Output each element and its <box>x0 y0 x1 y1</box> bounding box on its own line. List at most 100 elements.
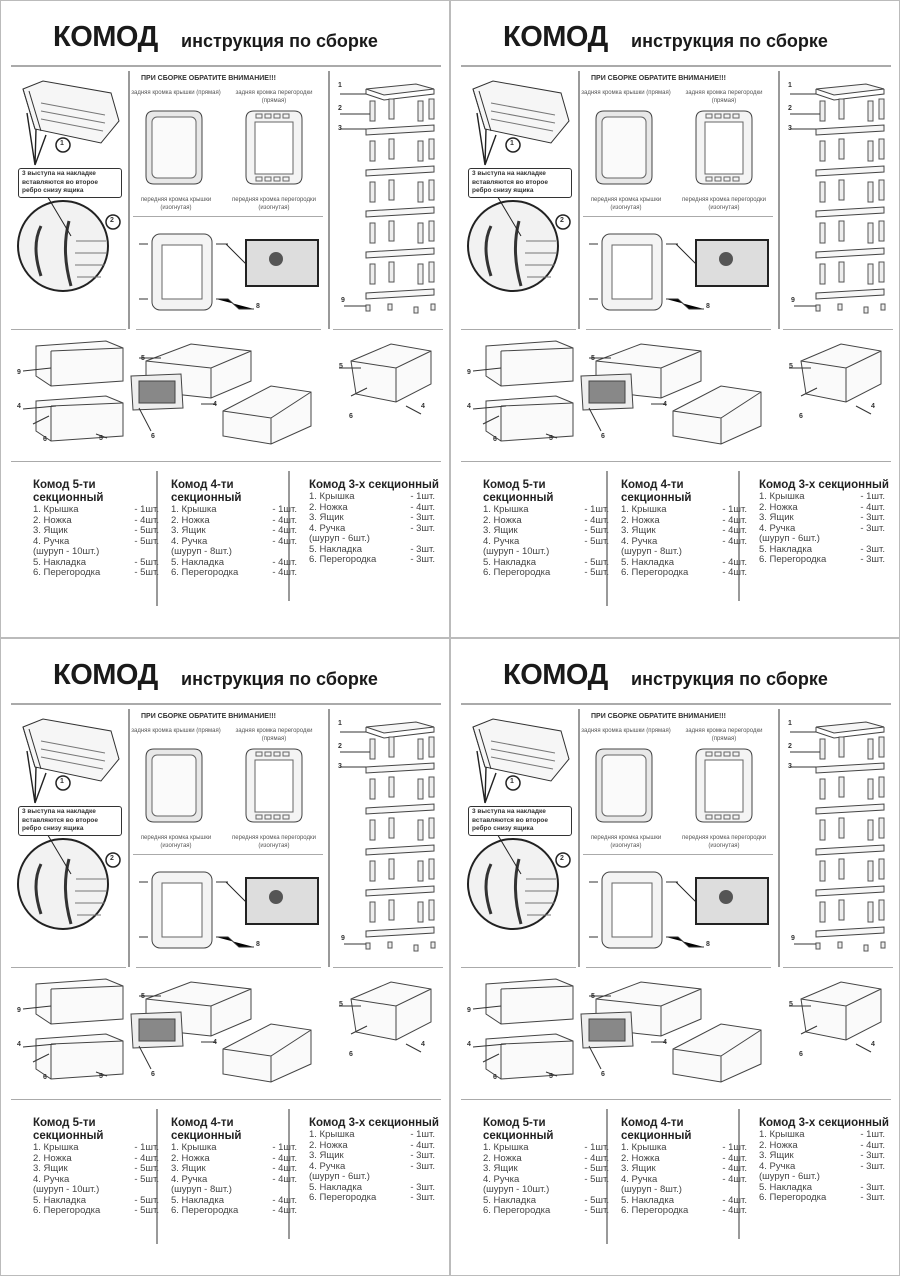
callout-note: 3 выступа на накладке вставляются во вто… <box>18 806 122 836</box>
item-qty: - 4шт. <box>410 1139 435 1151</box>
list-item: 3. Ящик- 5шт. <box>33 525 163 537</box>
caption: задняя кромка перегородки (прямая) <box>685 90 763 104</box>
divider <box>783 329 893 330</box>
caption: передняя кромка перегородки (изогнутая) <box>682 197 766 211</box>
part-label: 5 <box>549 1073 553 1080</box>
item-name: 5. Накладка <box>483 1194 536 1206</box>
item-name: (шуруп - 10шт.) <box>33 1184 100 1195</box>
item-qty: - 5шт. <box>584 535 609 547</box>
item-name: (шуруп - 6шт.) <box>309 533 370 544</box>
divider <box>11 967 126 968</box>
item-name: (шуруп - 10шт.) <box>483 1184 550 1195</box>
step-number: 2 <box>110 855 114 862</box>
part-label: 2 <box>338 743 342 750</box>
part-label: 2 <box>788 105 792 112</box>
list-item: 2. Ножка- 4шт. <box>171 1153 301 1165</box>
divider <box>328 71 330 329</box>
list-item: 6. Перегородка- 5шт. <box>483 567 613 579</box>
item-qty: - 5шт. <box>584 525 609 536</box>
list-item: 3. Ящик- 4шт. <box>621 1163 751 1175</box>
divider <box>578 709 580 967</box>
item-qty: - 5шт. <box>134 556 159 568</box>
list-item: 3. Ящик- 3шт. <box>759 512 889 524</box>
list-title: Комод 3-х секционный <box>309 1117 439 1129</box>
step-number: 1 <box>510 778 514 785</box>
divider <box>461 65 891 67</box>
divider <box>328 709 330 967</box>
divider <box>333 967 443 968</box>
instruction-sheet: КОМОД инструкция по сборке 1 2 3 выступа… <box>450 0 900 638</box>
item-qty: - 4шт. <box>722 525 747 536</box>
part-label: 9 <box>341 935 345 942</box>
part-label: 4 <box>421 403 425 410</box>
list-item: 1. Крышка- 1шт. <box>483 1142 613 1154</box>
caption: задняя кромка крышки (прямая) <box>581 90 671 96</box>
list-item: 3. Ящик- 5шт. <box>483 1163 613 1175</box>
part-label: 4 <box>17 403 21 410</box>
part-label: 5 <box>591 355 595 362</box>
item-name: 3. Ящик <box>171 1163 206 1174</box>
part-label: 4 <box>871 403 875 410</box>
item-name: 3. Ящик <box>759 1150 794 1161</box>
item-qty: - 4шт. <box>272 535 297 547</box>
item-qty: - 4шт. <box>584 1152 609 1164</box>
item-qty: - 4шт. <box>722 1173 747 1185</box>
chest-exploded-tower <box>790 83 886 314</box>
item-qty: - 4шт. <box>272 514 297 526</box>
item-qty: - 3шт. <box>860 512 885 523</box>
part-label: 5 <box>591 993 595 1000</box>
page-title: КОМОД <box>503 21 608 53</box>
attention-heading: ПРИ СБОРКЕ ОБРАТИТЕ ВНИМАНИЕ!!! <box>591 75 726 82</box>
item-qty: - 3шт. <box>860 1150 885 1161</box>
step-number: 1 <box>510 140 514 147</box>
lid-and-divider-diagram <box>145 748 303 823</box>
list-title: Комод 4-ти секционный <box>171 1117 242 1142</box>
instruction-sheet: КОМОД инструкция по сборке 1 2 3 выступа… <box>450 638 900 1276</box>
list-item: 2. Ножка- 4шт. <box>759 1140 889 1152</box>
list-item: 2. Ножка- 4шт. <box>171 514 301 527</box>
item-name: 1. Крышка <box>33 1142 79 1153</box>
item-name: 6. Перегородка <box>33 1205 101 1216</box>
lid-and-divider-diagram <box>145 110 303 185</box>
divider <box>128 71 130 329</box>
part-label: 3 <box>788 125 792 132</box>
item-name: 2. Ножка <box>759 501 798 513</box>
item-name: 1. Крышка <box>483 1142 529 1153</box>
drawer-overlay-illustration <box>17 80 121 292</box>
drawers-assembly-diagram <box>22 340 432 445</box>
part-label: 6 <box>799 413 803 420</box>
page-title: КОМОД <box>53 659 158 691</box>
part-label: 1 <box>788 82 792 89</box>
list-item: 1. Крышка- 1шт. <box>309 491 439 503</box>
item-name: 6. Перегородка <box>33 567 101 578</box>
item-name: 2. Ножка <box>33 1152 72 1164</box>
caption: передняя кромка перегородки (изогнутая) <box>232 197 316 211</box>
divider <box>133 216 323 217</box>
item-name: 4. Ручка <box>483 1173 520 1185</box>
item-qty: - 3шт. <box>860 522 885 534</box>
list-item: 6. Перегородка- 3шт. <box>309 1192 439 1204</box>
item-name: 3. Ящик <box>309 1150 344 1161</box>
item-qty: - 4шт. <box>272 567 297 578</box>
callout-note: 3 выступа на накладке вставляются во вто… <box>468 168 572 198</box>
item-qty: - 5шт. <box>134 1194 159 1206</box>
divider <box>136 967 321 968</box>
item-name: 2. Ножка <box>309 1139 348 1151</box>
part-label: 1 <box>338 82 342 89</box>
attention-heading: ПРИ СБОРКЕ ОБРАТИТЕ ВНИМАНИЕ!!! <box>141 75 276 82</box>
part-label: 8 <box>256 303 260 310</box>
list-title: Комод 4-ти секционный <box>621 479 692 504</box>
list-title: Комод 4-ти секционный <box>171 479 242 504</box>
part-label: 9 <box>791 935 795 942</box>
part-label: 1 <box>338 720 342 727</box>
item-name: 3. Ящик <box>309 512 344 523</box>
list-item: 1. Крышка- 1шт. <box>759 491 889 503</box>
item-name: 5. Накладка <box>759 543 812 555</box>
item-qty: - 4шт. <box>722 567 747 578</box>
item-qty: - 4шт. <box>722 1205 747 1216</box>
caption: передняя кромка перегородки (изогнутая) <box>682 835 766 849</box>
